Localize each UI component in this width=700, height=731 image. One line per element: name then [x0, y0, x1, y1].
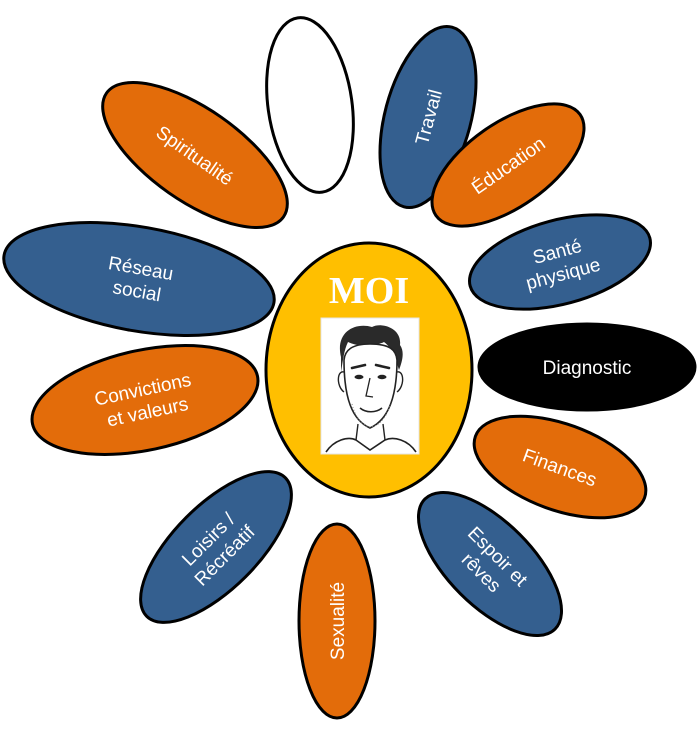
petal-diagnostic-label-line: Diagnostic [543, 358, 632, 379]
petal-convictions: Convictionset valeurs [22, 327, 268, 473]
man-portrait-icon [321, 318, 419, 454]
petal-diagnostic: Diagnostic [479, 324, 695, 410]
petal-sexualite: Sexualité [299, 524, 375, 718]
center-disc: MOI [266, 243, 472, 497]
petal-diagnostic-label: Diagnostic [543, 358, 632, 379]
petal-loisirs: Loisirs /Récréatif [117, 448, 315, 646]
center-title: MOI [329, 270, 409, 312]
petal-sexualite-label-line: Sexualité [328, 582, 349, 660]
petal-sexualite-label: Sexualité [328, 582, 349, 660]
